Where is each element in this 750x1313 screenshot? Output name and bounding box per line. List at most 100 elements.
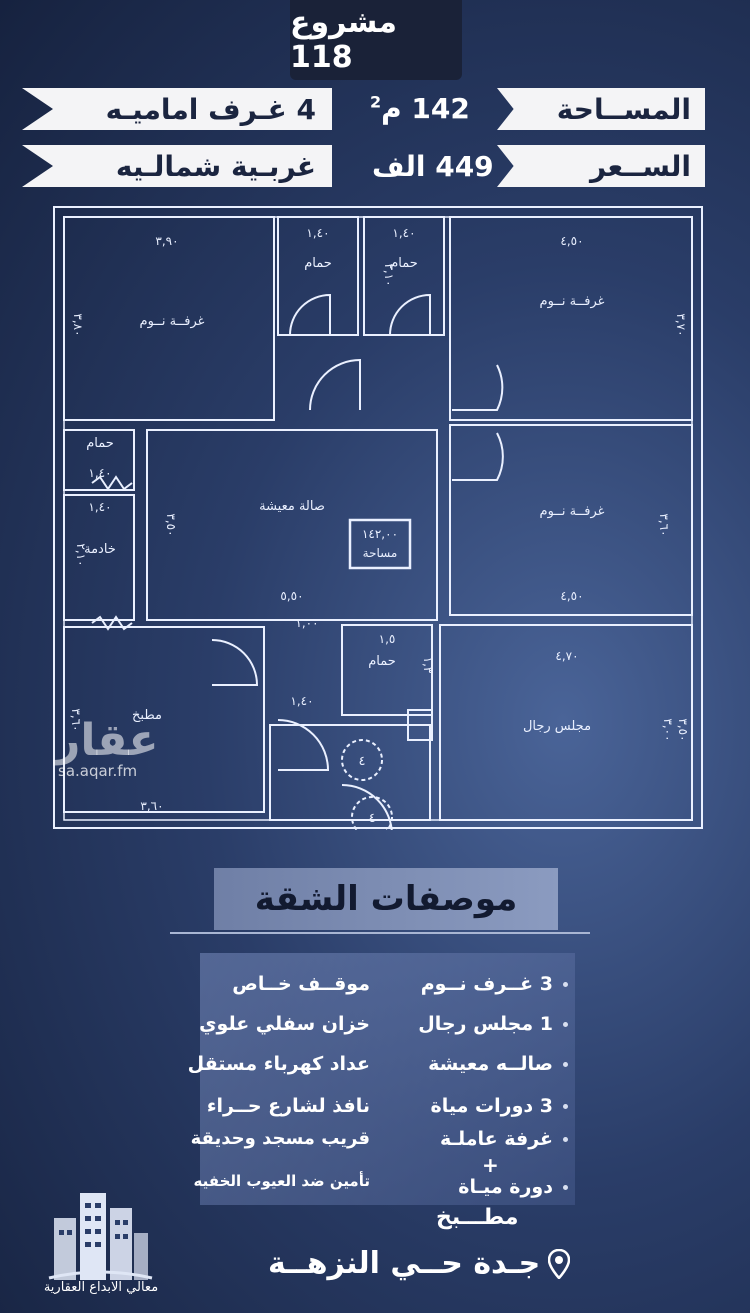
bullet-icon bbox=[563, 981, 568, 987]
door-bath-1 bbox=[289, 293, 331, 336]
area-number: 142 م bbox=[381, 92, 470, 125]
door-bedroom-1 bbox=[309, 358, 361, 411]
location-text: جـدة حــي النزهــة bbox=[268, 1246, 541, 1281]
rooms-tag: 4 غـرف اماميـه bbox=[22, 88, 332, 130]
area-value: 142 م2 bbox=[370, 92, 470, 125]
spec-kitchen: مطـــبخ bbox=[436, 1205, 519, 1230]
watermark-arabic: عقار bbox=[55, 715, 159, 766]
spec-left-item: غرفة عاملـة bbox=[440, 1128, 568, 1150]
maid-wall bbox=[63, 494, 135, 621]
room-label-bath-3: حمام bbox=[86, 436, 114, 451]
price-value: 449 الف bbox=[372, 150, 494, 183]
area-badge-value: ١٤٢,٠٠ bbox=[362, 527, 398, 541]
spec-right-item: تأمين ضد العيوب الخفيه bbox=[193, 1172, 370, 1190]
room-label-majlis: مجلس رجال bbox=[523, 719, 591, 734]
bullet-icon bbox=[563, 1021, 568, 1027]
bullet-icon bbox=[563, 1061, 568, 1067]
floor-plan: غرفــة نــوم حمام حمام غرفــة نــوم حمام… bbox=[53, 206, 703, 830]
door-entrance-1 bbox=[277, 719, 330, 771]
bullet-icon bbox=[563, 1103, 568, 1109]
dimension-label: ٣,٧٠ bbox=[674, 313, 688, 336]
bedroom-3-wall bbox=[449, 424, 693, 616]
room-label-bath-4: حمام bbox=[368, 654, 396, 669]
brand-name: معالي الابداع العقارية bbox=[43, 1280, 159, 1295]
spec-right-item: خزان سفلي علوي bbox=[199, 1013, 370, 1035]
bedroom-1-wall bbox=[63, 216, 275, 421]
specs-title: موصفات الشقة bbox=[214, 868, 558, 930]
dimension-label: ١,٤٠ bbox=[88, 466, 111, 480]
room-label-bath-1: حمام bbox=[304, 256, 332, 271]
stair-mark: ٤ bbox=[359, 754, 366, 769]
window-mark-1 bbox=[91, 475, 133, 491]
majlis-wall bbox=[439, 624, 693, 821]
dimension-label: ١,٤٠ bbox=[392, 226, 415, 240]
dimension-label: ٣,٥٠ bbox=[164, 513, 178, 536]
direction-tag-text: غربـية شمالـيه bbox=[115, 149, 316, 183]
room-label-bedroom-3: غرفــة نــوم bbox=[540, 504, 605, 519]
spec-left-item: 1 مجلس رجال bbox=[418, 1013, 568, 1035]
room-label-bedroom-1: غرفــة نــوم bbox=[140, 314, 205, 329]
spec-left-item: صالــه معيشة bbox=[428, 1053, 568, 1075]
area-badge-frame bbox=[348, 518, 412, 570]
specs-box bbox=[200, 953, 575, 1205]
door-bedroom-3 bbox=[452, 432, 504, 481]
spec-right-item: نافذ لشارع حــراء bbox=[206, 1095, 370, 1117]
kitchen-wall bbox=[63, 626, 265, 813]
stair-circle-1 bbox=[341, 739, 383, 781]
dimension-label: ٣,٩٠ bbox=[155, 234, 178, 248]
dimension-label: ٥,٥٠ bbox=[280, 589, 303, 603]
room-label-maid: خادمة bbox=[84, 542, 116, 557]
price-label: الســعر bbox=[590, 149, 691, 183]
dimension-label: ٣,٨٠ bbox=[71, 313, 85, 336]
dimension-label: ٤,٧٠ bbox=[555, 649, 578, 663]
dimension-label: ١,٣ bbox=[421, 657, 435, 674]
dimension-label: ٢,١٠ bbox=[74, 543, 88, 566]
dimension-label: ٣,٦٠ bbox=[140, 799, 163, 813]
spec-left-item: دورة ميـاة bbox=[458, 1176, 568, 1198]
area-label: المســاحة bbox=[556, 92, 691, 126]
door-kitchen bbox=[211, 639, 259, 686]
dimension-label: ١,٤٠ bbox=[88, 500, 111, 514]
location-pin-icon bbox=[548, 1248, 571, 1279]
area-badge-label: مساحة bbox=[363, 546, 398, 560]
spec-right-item: عداد كهرباء مستقل bbox=[187, 1053, 370, 1075]
door-bedroom-2 bbox=[452, 364, 504, 411]
bath-3-wall bbox=[63, 429, 135, 491]
spec-right-item: قريب مسجد وحديقة bbox=[190, 1128, 370, 1149]
bath-1-wall bbox=[277, 216, 359, 336]
room-label-bedroom-2: غرفــة نــوم bbox=[540, 294, 605, 309]
dimension-label: ٣,٥٠ bbox=[676, 718, 690, 741]
door-entrance-2 bbox=[341, 784, 393, 830]
meter-box bbox=[407, 709, 433, 741]
dimension-label: ٣,٦٠ bbox=[657, 513, 671, 536]
stair-mark: ٤ bbox=[369, 811, 376, 826]
location: جـدة حــي النزهــة bbox=[268, 1246, 571, 1281]
spec-left-item: 3 غــرف نــوم bbox=[421, 973, 568, 995]
rooms-tag-text: 4 غـرف اماميـه bbox=[105, 92, 316, 126]
direction-tag: غربـية شمالـيه bbox=[22, 145, 332, 187]
room-label-bath-2: حمام bbox=[390, 256, 418, 271]
dimension-label: ١,٤٠ bbox=[290, 694, 313, 708]
entrance-wall bbox=[269, 724, 431, 821]
price-label-tag: الســعر bbox=[497, 145, 705, 187]
room-label-living: صالة معيشة bbox=[259, 499, 325, 514]
specs-divider bbox=[170, 932, 590, 934]
bath-4-wall bbox=[341, 624, 433, 716]
bullet-icon bbox=[563, 1136, 568, 1142]
dimension-label: ٣,٠٠ bbox=[661, 718, 675, 741]
buildings-logo-icon bbox=[48, 1193, 153, 1280]
bath-2-wall bbox=[363, 216, 445, 336]
dimension-label: ٢,١٠ bbox=[382, 263, 396, 286]
area-label-tag: المســاحة bbox=[497, 88, 705, 130]
living-wall bbox=[146, 429, 438, 621]
bullet-icon bbox=[563, 1184, 568, 1190]
watermark-url: sa.aqar.fm bbox=[58, 762, 138, 780]
project-title: مشروع 118 bbox=[290, 0, 462, 80]
area-unit-superscript: 2 bbox=[370, 92, 382, 112]
dimension-label: ٣,٦٠ bbox=[69, 708, 83, 731]
bedroom-2-wall bbox=[449, 216, 693, 421]
dimension-label: ١,٤٠ bbox=[306, 226, 329, 240]
dimension-label: ١,٥ bbox=[379, 632, 396, 646]
stair-circle-2 bbox=[351, 796, 393, 830]
dimension-label: ٤,٥٠ bbox=[560, 234, 583, 248]
